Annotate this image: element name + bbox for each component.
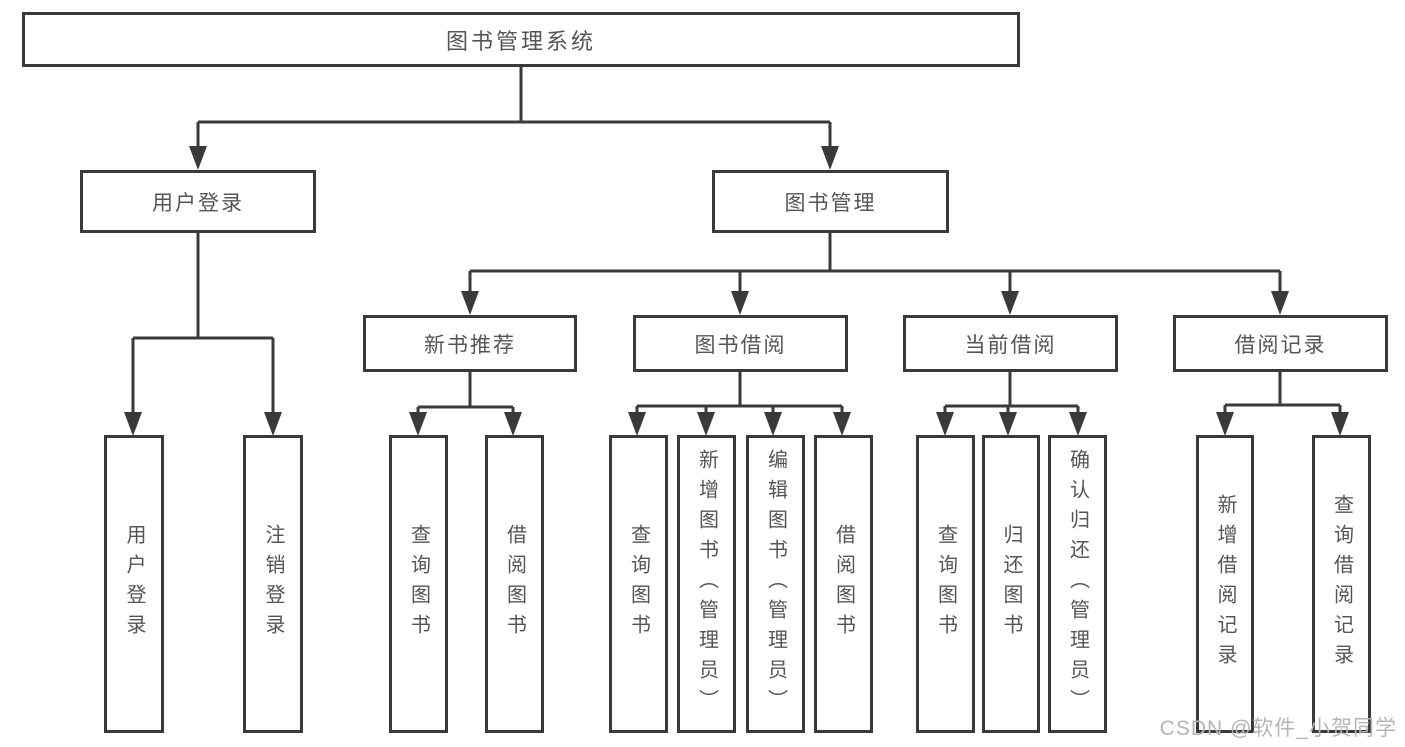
node-book-management: 图书管理 xyxy=(712,170,949,233)
node-borrow-records: 借阅记录 xyxy=(1173,315,1388,372)
connector-new-book-recommend-children xyxy=(409,372,522,436)
leaf-borrow-query-books: 查询图书 xyxy=(609,435,668,733)
leaf-borrow-add-books-admin: 新增图书（管理员） xyxy=(677,435,736,733)
leaf-logout: 注销登录 xyxy=(243,435,303,733)
csdn-watermark: CSDN @软件_小贺同学 xyxy=(1159,717,1397,740)
node-new-book-recommend: 新书推荐 xyxy=(363,315,577,372)
connector-book-borrow-children xyxy=(628,372,851,436)
node-current-borrow: 当前借阅 xyxy=(903,315,1118,372)
leaf-borrow-edit-books-admin: 编辑图书（管理员） xyxy=(746,435,805,733)
leaf-borrow-borrow-books: 借阅图书 xyxy=(814,435,873,733)
node-library-management-system: 图书管理系统 xyxy=(22,12,1020,67)
leaf-current-return-books: 归还图书 xyxy=(982,435,1040,733)
leaf-user-login: 用户登录 xyxy=(104,435,164,733)
connector-borrow-records-children xyxy=(1216,372,1349,436)
connector-current-borrow-children xyxy=(936,372,1087,436)
leaf-records-query-record: 查询借阅记录 xyxy=(1312,435,1371,733)
leaf-recommend-borrow-books: 借阅图书 xyxy=(485,435,544,733)
node-user-login: 用户登录 xyxy=(80,170,316,233)
connector-book-management-children xyxy=(461,233,1289,315)
connector-root-to-level2 xyxy=(189,67,839,170)
leaf-current-query-books: 查询图书 xyxy=(916,435,975,733)
leaf-current-confirm-return-admin: 确认归还（管理员） xyxy=(1048,435,1107,733)
node-book-borrow: 图书借阅 xyxy=(633,315,848,372)
leaf-recommend-query-books: 查询图书 xyxy=(389,435,448,733)
leaf-records-add-record: 新增借阅记录 xyxy=(1196,435,1254,733)
connector-user-login-children xyxy=(124,233,282,436)
